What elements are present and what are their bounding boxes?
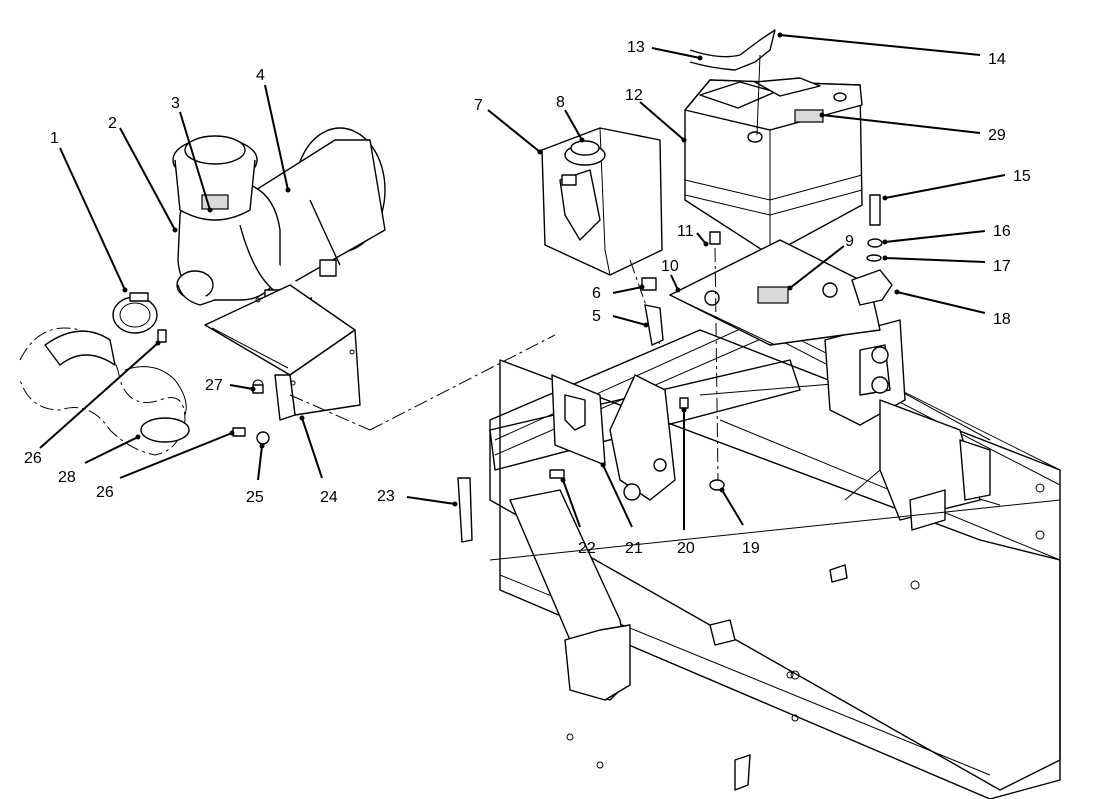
callout-15: 15	[1013, 168, 1031, 185]
air-cleaner-assembly	[19, 127, 556, 456]
callout-10: 10	[661, 258, 679, 275]
callout-17: 17	[993, 258, 1011, 275]
callout-14: 14	[988, 51, 1006, 68]
callout-25: 25	[246, 489, 264, 506]
leader-lines	[39, 32, 1006, 530]
callout-22: 22	[578, 540, 596, 557]
callout-16: 16	[993, 223, 1011, 240]
callout-24: 24	[320, 489, 338, 506]
callout-23: 23	[377, 488, 395, 505]
callout-4: 4	[256, 67, 265, 84]
callout-26-lower: 26	[96, 484, 114, 501]
callout-27: 27	[205, 377, 223, 394]
callout-20: 20	[677, 540, 695, 557]
callout-7: 7	[474, 97, 483, 114]
mounting-bracket	[551, 374, 676, 501]
callout-5: 5	[592, 308, 601, 325]
callout-8: 8	[556, 94, 565, 111]
callout-11: 11	[677, 223, 694, 240]
callout-12: 12	[625, 87, 643, 104]
callout-13: 13	[627, 39, 645, 56]
callout-2: 2	[108, 115, 117, 132]
callout-6: 6	[592, 285, 601, 302]
callout-18: 18	[993, 311, 1011, 328]
callout-29: 29	[988, 127, 1006, 144]
callout-3: 3	[171, 95, 180, 112]
callout-9: 9	[845, 233, 854, 250]
callout-26-upper: 26	[24, 450, 42, 467]
callout-labels: 1 2 3 4 5 6 7 8 9 10 11 12 13 14 15 16 1…	[24, 39, 1031, 557]
reservoir-tank	[541, 127, 664, 346]
callout-28: 28	[58, 469, 76, 486]
battery-assembly	[252, 29, 893, 543]
callout-1: 1	[50, 130, 59, 147]
callout-21: 21	[625, 540, 643, 557]
callout-19: 19	[742, 540, 760, 557]
